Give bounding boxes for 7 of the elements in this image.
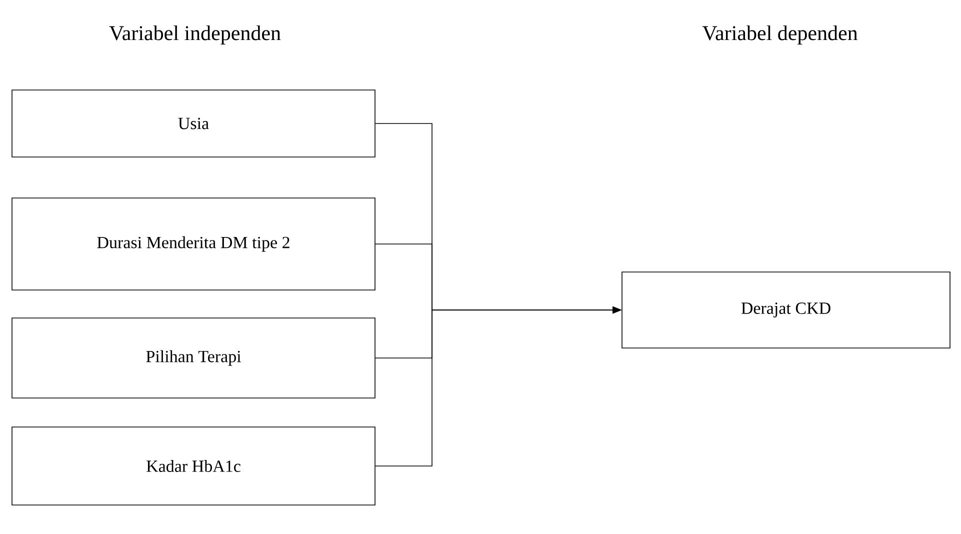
heading: Variabel dependen [702, 25, 858, 45]
box: Pilihan Terapi [12, 318, 376, 398]
heading: Variabel independen [109, 25, 281, 45]
box: Derajat CKD [622, 272, 950, 348]
box: Usia [12, 90, 376, 158]
box: Durasi Menderita DM tipe 2 [12, 198, 376, 290]
box: Kadar HbA1c [12, 426, 376, 506]
